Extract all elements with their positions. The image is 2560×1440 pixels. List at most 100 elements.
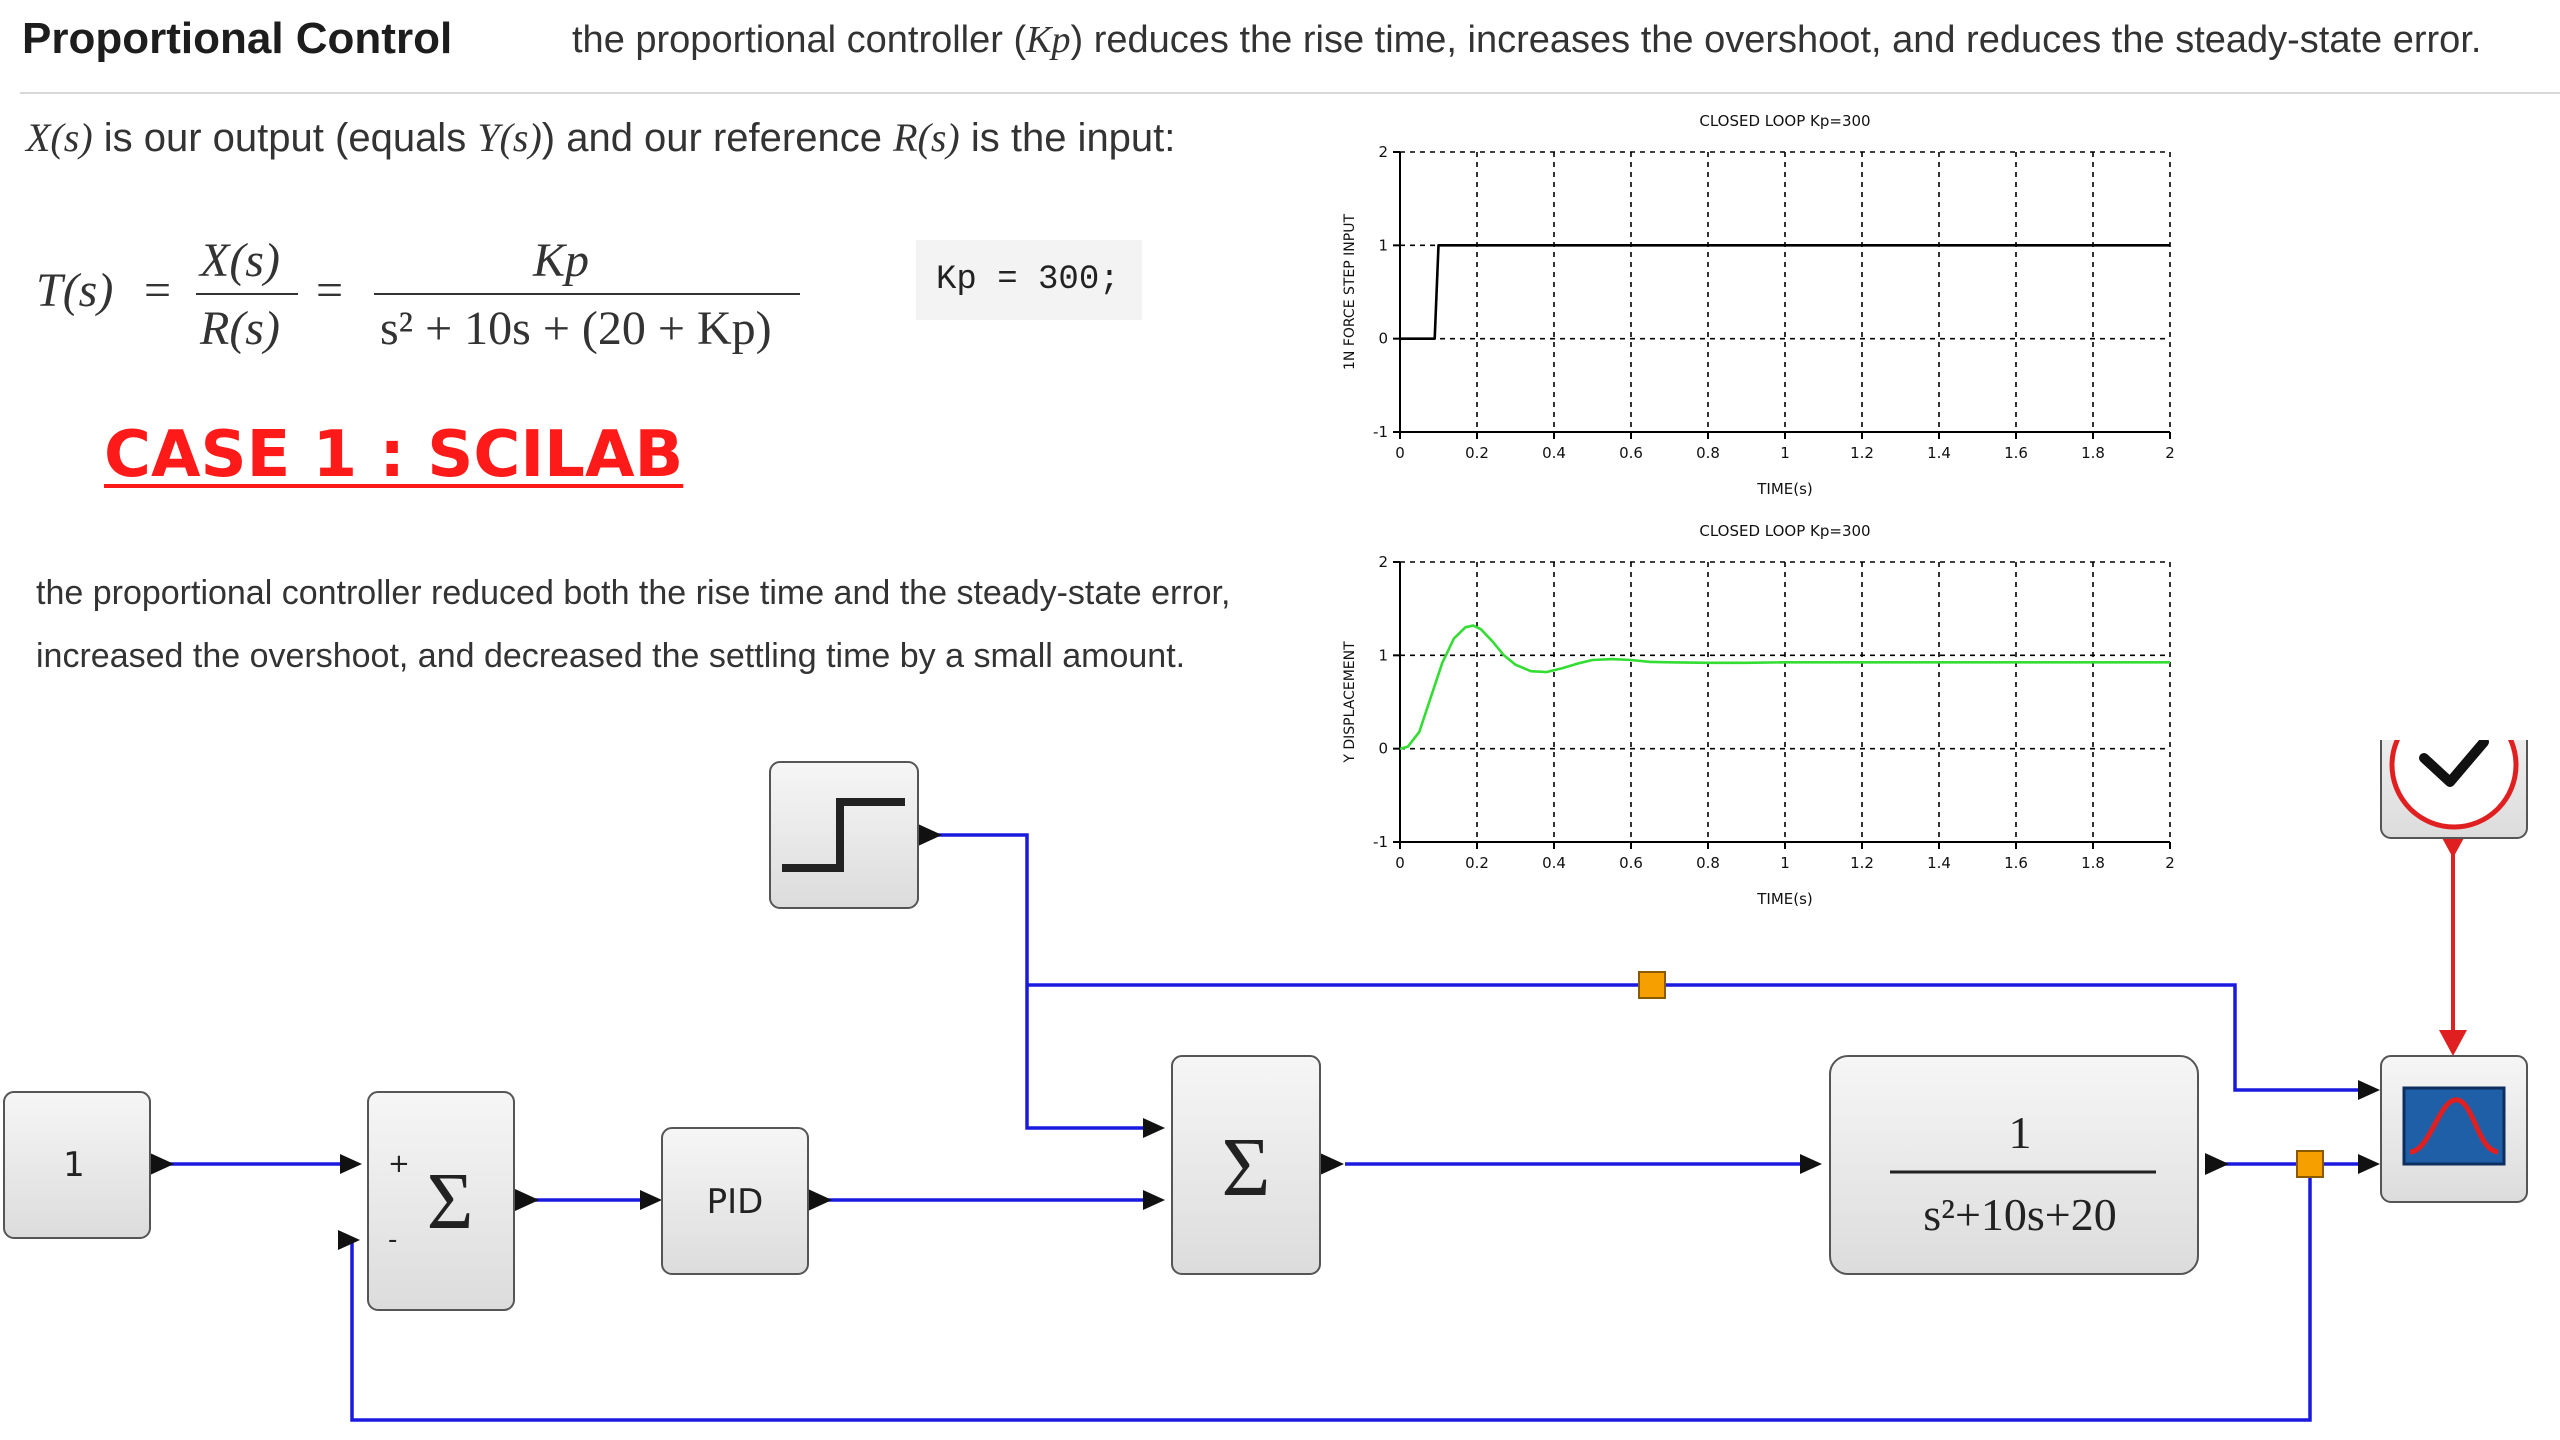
x-tick-label: 0 (1395, 444, 1405, 462)
y-tick-label: 0 (1378, 330, 1388, 348)
x-tick-label: 1.6 (2004, 444, 2028, 462)
x-tick-label: 0.2 (1465, 854, 1489, 872)
header-desc-math: Kp (1026, 19, 1071, 61)
split-point-2[interactable] (2296, 1150, 2324, 1178)
sum1-plus-sign: + (388, 1149, 410, 1179)
port-sum1-out (515, 1189, 539, 1211)
formula-frac1-num: X(s) (198, 234, 280, 287)
step-icon (782, 798, 905, 872)
port-scope-in1 (2358, 1080, 2380, 1100)
page-title: Proportional Control (22, 14, 453, 63)
x-axis-label: TIME(s) (1756, 480, 1813, 498)
plant-transfer-function-block[interactable]: 1 s²+10s+20 (1829, 1055, 2199, 1275)
paragraph-line-2: increased the overshoot, and decreased t… (36, 637, 1186, 675)
scope-block[interactable] (2380, 1055, 2528, 1203)
formula-lhs: T(s) (36, 264, 113, 317)
x-tick-label: 1.2 (1850, 444, 1874, 462)
header-desc-pre: the proportional controller ( (572, 19, 1027, 61)
intro-t3: is the input: (959, 116, 1176, 160)
y-tick-label: -1 (1373, 423, 1388, 441)
link-step-to-scope[interactable] (1027, 983, 2365, 1092)
port-pid-in (640, 1190, 662, 1210)
event-arrow-clock-out (2441, 836, 2465, 858)
y-axis-label: Y DISPLACEMENT (1342, 641, 1358, 764)
series-line (1399, 624, 2170, 750)
formula-eq2: = (316, 264, 343, 317)
header-description: the proportional controller (Kp) reduces… (572, 18, 2481, 62)
port-sum2-in1 (1143, 1118, 1165, 1138)
x-tick-label: 0.2 (1465, 444, 1489, 462)
block-diagram: 1 + - Σ PID Σ 1 s²+10s+20 (3, 740, 2528, 1422)
intro-t2: ) and our reference (541, 116, 894, 160)
y-axis-label: 1N FORCE STEP INPUT (1342, 214, 1358, 370)
sum-block-2[interactable]: Σ (1171, 1055, 1321, 1275)
plant-denominator: s²+10s+20 (1923, 1189, 2116, 1240)
split-point-1[interactable] (1638, 971, 1666, 999)
case-title: CASE 1 : SCILAB (104, 418, 684, 492)
pid-label: PID (707, 1182, 764, 1222)
input-ports (338, 1080, 2380, 1250)
intro-xs: X(s) (26, 115, 93, 160)
link-feedback[interactable] (350, 1164, 2312, 1422)
x-tick-label: 1.2 (1850, 854, 1874, 872)
x-tick-label: 1.6 (2004, 854, 2028, 872)
y-tick-label: 1 (1378, 236, 1388, 254)
x-tick-label: 0.4 (1542, 444, 1566, 462)
displacement-chart: CLOSED LOOP Kp=300 0 0.2 0.4 0.6 0.8 1 1.2 1.4 1.… (1342, 522, 2175, 908)
x-tick-label: 1.8 (2081, 444, 2105, 462)
intro-t1: is our output (equals (92, 116, 478, 160)
x-tick-label: 0.4 (1542, 854, 1566, 872)
port-pid-out (808, 1189, 832, 1211)
chart-title: CLOSED LOOP Kp=300 (1699, 522, 1870, 540)
port-sum1-in2 (338, 1230, 360, 1250)
scope-wave-icon (2409, 1097, 2499, 1155)
chart-title: CLOSED LOOP Kp=300 (1699, 112, 1870, 130)
y-tick-label: 2 (1378, 143, 1388, 161)
clock-block[interactable] (2380, 740, 2528, 839)
port-sum1-in1 (340, 1154, 362, 1174)
x-axis-label: TIME(s) (1756, 890, 1813, 908)
port-sum2-out (1320, 1153, 1344, 1175)
port-plant-in (1800, 1154, 1822, 1174)
x-tick-label: 1 (1780, 854, 1790, 872)
port-plant-out (2205, 1153, 2229, 1175)
port-scope-in2 (2358, 1154, 2380, 1174)
clock-hands-icon (2419, 740, 2489, 787)
step-block[interactable] (769, 761, 919, 909)
x-tick-label: 0.8 (1696, 444, 1720, 462)
result-paragraph: the proportional controller reduced both… (36, 562, 1230, 688)
x-tick-label: 0.6 (1619, 444, 1643, 462)
x-tick-label: 0.8 (1696, 854, 1720, 872)
intro-rs: R(s) (893, 115, 960, 160)
header-divider (20, 92, 2560, 94)
x-tick-label: 1.4 (1927, 854, 1951, 872)
y-tick-label: 1 (1378, 646, 1388, 664)
port-const-out (150, 1153, 174, 1175)
constant-value: 1 (63, 1145, 85, 1185)
code-snippet: Kp = 300; (916, 240, 1142, 320)
intro-ys: Y(s) (477, 115, 542, 160)
link-step-to-sum2[interactable] (925, 833, 1160, 1130)
formula-frac2-num: Kp (532, 234, 589, 287)
y-tick-label: 0 (1378, 740, 1388, 758)
transfer-function-formula: T(s) = X(s) R(s) = Kp s² + 10s + (20 + K… (36, 234, 800, 355)
formula-frac2-den: s² + 10s + (20 + Kp) (380, 302, 772, 355)
y-tick-label: 2 (1378, 553, 1388, 571)
intro-text: X(s) is our output (equals Y(s)) and our… (26, 114, 1175, 161)
x-tick-label: 2 (2165, 854, 2175, 872)
sum2-sigma-icon: Σ (1222, 1121, 1271, 1214)
paragraph-line-1: the proportional controller reduced both… (36, 574, 1231, 612)
signal-links (170, 833, 2365, 1422)
header-desc-post: ) reduces the rise time, increases the o… (1070, 19, 2482, 61)
port-step-out (918, 824, 942, 846)
y-tick-label: -1 (1373, 833, 1388, 851)
plant-numerator: 1 (2009, 1107, 2032, 1158)
formula-eq1: = (144, 264, 171, 317)
pid-block[interactable]: PID (661, 1127, 809, 1275)
constant-block[interactable]: 1 (3, 1091, 151, 1239)
x-tick-label: 0 (1395, 854, 1405, 872)
series-line (1400, 244, 2170, 340)
x-tick-label: 0.6 (1619, 854, 1643, 872)
sum-block-1[interactable]: + - Σ (367, 1091, 515, 1311)
port-sum2-in2 (1143, 1190, 1165, 1210)
